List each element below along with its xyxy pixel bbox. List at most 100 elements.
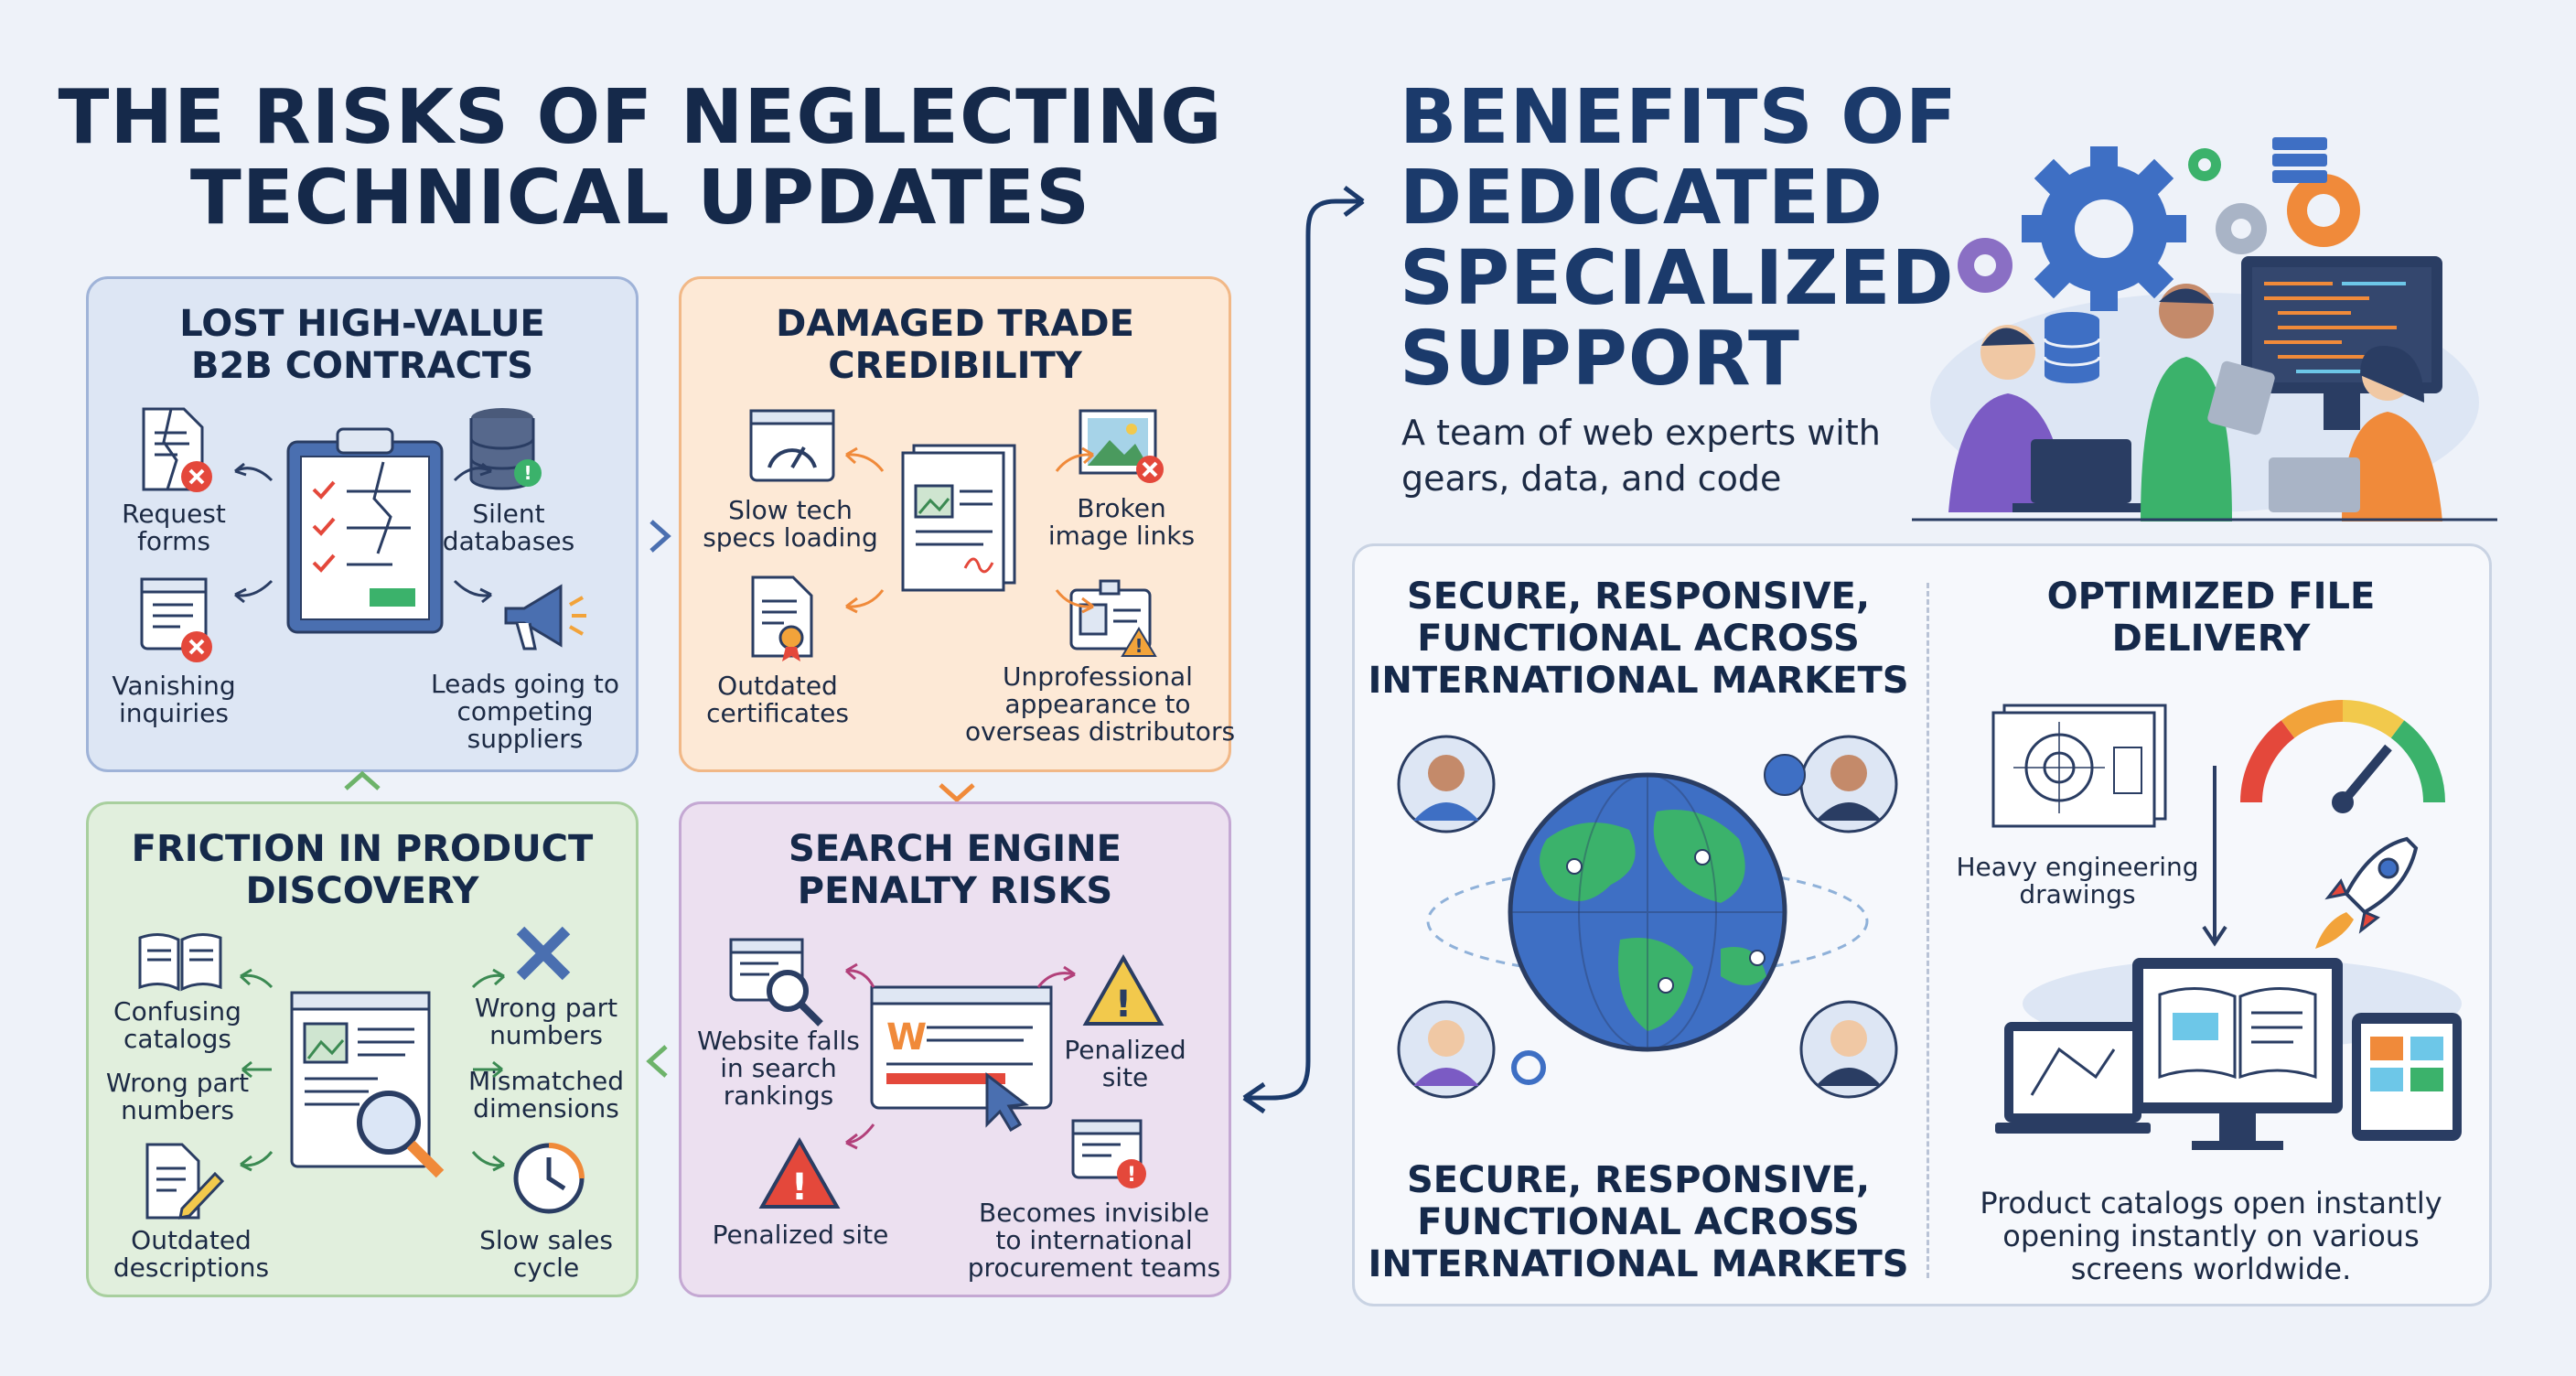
panel-title-line-1: DAMAGED TRADE — [776, 303, 1134, 345]
benefits-title-line-4: SUPPORT — [1400, 316, 1800, 403]
avatar — [1799, 1000, 1898, 1099]
label-line: Penalized site — [712, 1220, 889, 1250]
label-silent-databases: Silent databases — [440, 500, 577, 555]
markets-footer: SECURE, RESPONSIVE, FUNCTIONAL ACROSS IN… — [1355, 1159, 1922, 1285]
benefits-title-line-2: DEDICATED — [1400, 155, 1884, 242]
connector-arrow-icon — [1242, 186, 1365, 1114]
risks-title: THE RISKS OF NEGLECTING TECHNICAL UPDATE… — [55, 78, 1226, 239]
arrow-icons — [234, 462, 492, 604]
gear-icon — [2022, 146, 2186, 311]
panel-title: LOST HIGH-VALUE B2B CONTRACTS — [89, 303, 636, 387]
delivery-title-line-1: OPTIMIZED FILE — [2046, 575, 2376, 618]
label-leads: Leads going to competing suppliers — [429, 671, 621, 753]
label-vanishing-inquiries: Vanishing inquiries — [105, 672, 242, 727]
speed-gauge-icon — [2240, 700, 2445, 813]
label-line: descriptions — [113, 1252, 270, 1283]
label-line: Outdated — [717, 671, 838, 701]
label-penalized-top: Penalized site — [1047, 1037, 1203, 1091]
avatar — [1799, 735, 1898, 833]
label-mismatched-dimensions: Mismatched dimensions — [455, 1068, 638, 1123]
label-line: forms — [137, 526, 210, 556]
clock-icon — [513, 1143, 585, 1214]
label-line: Slow sales — [479, 1225, 613, 1255]
label-heavy-drawings: Heavy engineering drawings — [1940, 854, 2215, 908]
label-line: Request — [122, 499, 226, 529]
book-icon — [138, 933, 222, 992]
label-line: Broken — [1077, 493, 1166, 523]
panel-damaged-credibility: DAMAGED TRADE CREDIBILITY Slow tech spec… — [679, 276, 1236, 772]
svg-text:!: ! — [791, 1166, 808, 1209]
label-line: Vanishing — [112, 671, 236, 701]
label-line: site — [1101, 1062, 1149, 1092]
label-line: cycle — [512, 1252, 580, 1283]
subtitle-line-2: gears, data, and code — [1401, 458, 1782, 499]
panel-title-line-1: LOST HIGH-VALUE — [179, 303, 545, 345]
megaphone-icon — [504, 584, 586, 650]
panel-title: DAMAGED TRADE CREDIBILITY — [682, 303, 1229, 387]
label-penalized-bottom: Penalized site — [700, 1221, 901, 1249]
database-icon — [2272, 137, 2327, 183]
globe-icon — [1397, 735, 1898, 1099]
risks-title-line-2: TECHNICAL UPDATES — [189, 155, 1091, 242]
label-outdated-descriptions: Outdated descriptions — [100, 1227, 283, 1282]
label-line: Slow tech — [728, 495, 853, 525]
x-icon — [516, 926, 571, 981]
document-icon — [142, 407, 212, 492]
panel-title: SEARCH ENGINE PENALTY RISKS — [682, 828, 1229, 912]
browser-icon — [140, 577, 212, 662]
label-line: Wrong part — [474, 993, 618, 1023]
label-line: Outdated — [131, 1225, 252, 1255]
label-line: drawings — [2019, 879, 2136, 909]
document-icon — [901, 444, 1016, 592]
label-line: Unprofessional — [1003, 661, 1193, 692]
browser-icon: ! — [1071, 1119, 1146, 1188]
label-line: image links — [1047, 521, 1196, 551]
markets-footer-line-1: SECURE, RESPONSIVE, — [1406, 1159, 1871, 1201]
risks-title-line-1: THE RISKS OF NEGLECTING — [58, 74, 1223, 161]
markets-title-line-3: INTERNATIONAL MARKETS — [1368, 660, 1909, 702]
document-icon — [145, 1143, 225, 1220]
panel-lost-contracts: LOST HIGH-VALUE B2B CONTRACTS Request fo… — [86, 276, 639, 772]
label-unprofessional: Unprofessional appearance to overseas di… — [965, 661, 1236, 747]
label-line: competing — [456, 696, 594, 726]
delivery-footer-line-2: opening instantly on various — [2002, 1219, 2420, 1253]
panel-title-line-2: B2B CONTRACTS — [190, 345, 534, 387]
team-illustration — [1912, 137, 2497, 521]
label-invisible: Becomes invisible to international procu… — [961, 1199, 1227, 1282]
label-request-forms: Request forms — [105, 500, 242, 555]
chevron-up-icon — [344, 770, 381, 790]
arrow-icons — [844, 962, 1076, 1150]
svg-text:!: ! — [1127, 1164, 1136, 1187]
svg-text:!: ! — [523, 462, 531, 484]
label-line: Website falls — [697, 1026, 860, 1056]
svg-text:!: ! — [1134, 635, 1143, 657]
label-line: Silent — [472, 499, 545, 529]
label-line: Wrong part — [105, 1068, 250, 1098]
browser-icon — [290, 991, 445, 1178]
warning-icon: ! — [1082, 953, 1165, 1026]
label-wrong-part-right: Wrong part numbers — [455, 994, 638, 1049]
divider — [1927, 583, 1929, 1278]
label-line: rankings — [723, 1080, 834, 1111]
arrow-icons — [844, 446, 1095, 614]
label-line: Mismatched — [467, 1066, 625, 1096]
rocket-icon — [2315, 836, 2419, 949]
image-icon — [1079, 409, 1164, 483]
label-line: catalogs — [123, 1024, 231, 1054]
markets-footer-line-3: INTERNATIONAL MARKETS — [1368, 1243, 1909, 1285]
clipboard-icon — [286, 427, 444, 634]
certificate-icon — [751, 575, 813, 661]
laptop-icon — [1995, 1022, 2151, 1134]
label-slow-specs: Slow tech specs loading — [694, 497, 886, 552]
panel-title-line-1: FRICTION IN PRODUCT — [131, 828, 594, 870]
label-line: numbers — [121, 1095, 234, 1125]
delivery-title: OPTIMIZED FILE DELIVERY — [1937, 575, 2485, 660]
label-line: databases — [442, 526, 575, 556]
label-broken-images: Broken image links — [1044, 495, 1199, 550]
label-line: Leads going to — [431, 669, 619, 699]
label-line: numbers — [489, 1020, 603, 1050]
subtitle-line-1: A team of web experts with — [1401, 413, 1881, 453]
chevron-left-icon — [646, 1045, 668, 1078]
svg-text:!: ! — [1115, 984, 1132, 1026]
label-line: overseas distributors — [965, 716, 1236, 747]
